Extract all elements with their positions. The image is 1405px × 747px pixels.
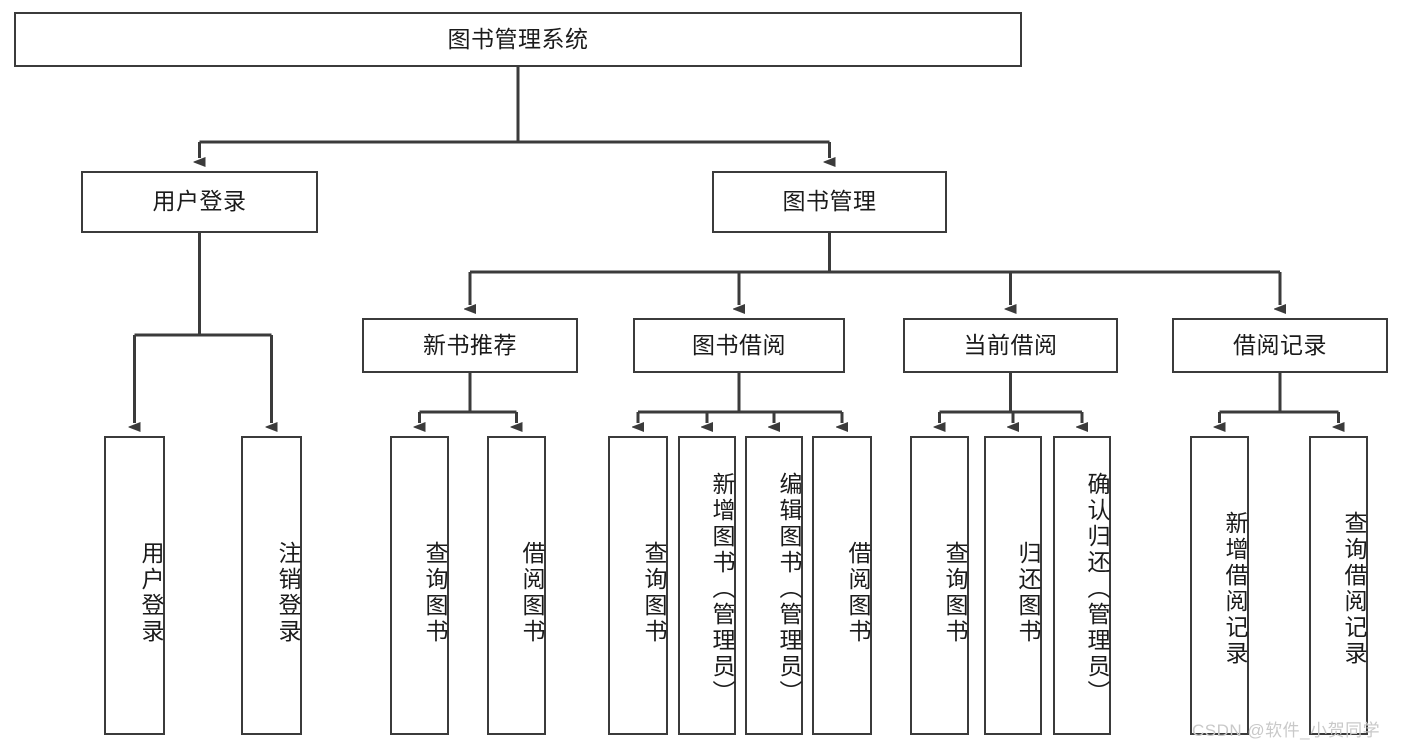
node-label: 图书管理: [782, 188, 877, 215]
level3-node: 图书借阅: [633, 318, 845, 373]
node-label: 查询图书: [422, 540, 448, 645]
node-label: 查询借阅记录: [1341, 510, 1367, 667]
node-label: 图书借阅: [692, 331, 786, 358]
node-label: 注销登录: [275, 540, 301, 645]
leaf-node: 查询图书: [608, 436, 668, 735]
node-label: 图书管理系统: [447, 25, 589, 52]
node-label: 编辑图书（管理员）: [776, 471, 802, 706]
node-label: 借阅图书: [519, 540, 545, 645]
leaf-node: 查询借阅记录: [1309, 436, 1368, 735]
leaf-node: 注销登录: [241, 436, 302, 735]
node-label: 新增借阅记录: [1222, 510, 1248, 667]
leaf-node: 借阅图书: [487, 436, 546, 735]
level2-node: 图书管理: [712, 171, 947, 233]
root-node: 图书管理系统: [14, 12, 1022, 67]
node-label: 当前借阅: [963, 331, 1058, 358]
leaf-node: 借阅图书: [812, 436, 872, 735]
node-label: 借阅记录: [1233, 331, 1327, 358]
leaf-node: 归还图书: [984, 436, 1042, 735]
node-label: 借阅图书: [845, 540, 871, 645]
node-label: 用户登录: [138, 540, 164, 645]
node-label: 确认归还（管理员）: [1084, 471, 1110, 706]
leaf-node: 新增借阅记录: [1190, 436, 1249, 735]
node-label: 查询图书: [942, 540, 968, 645]
level3-node: 新书推荐: [362, 318, 578, 373]
leaf-node: 编辑图书（管理员）: [745, 436, 803, 735]
node-label: 新增图书（管理员）: [709, 471, 735, 706]
node-label: 新书推荐: [423, 331, 517, 358]
node-label: 查询图书: [641, 540, 667, 645]
leaf-node: 查询图书: [390, 436, 449, 735]
leaf-node: 新增图书（管理员）: [678, 436, 736, 735]
level2-node: 用户登录: [81, 171, 318, 233]
leaf-node: 查询图书: [910, 436, 969, 735]
level3-node: 借阅记录: [1172, 318, 1388, 373]
node-label: 用户登录: [152, 188, 247, 215]
leaf-node: 用户登录: [104, 436, 165, 735]
node-label: 归还图书: [1015, 540, 1041, 645]
level3-node: 当前借阅: [903, 318, 1118, 373]
leaf-node: 确认归还（管理员）: [1053, 436, 1111, 735]
watermark-label: CSDN @软件_小贺同学: [1192, 721, 1381, 740]
